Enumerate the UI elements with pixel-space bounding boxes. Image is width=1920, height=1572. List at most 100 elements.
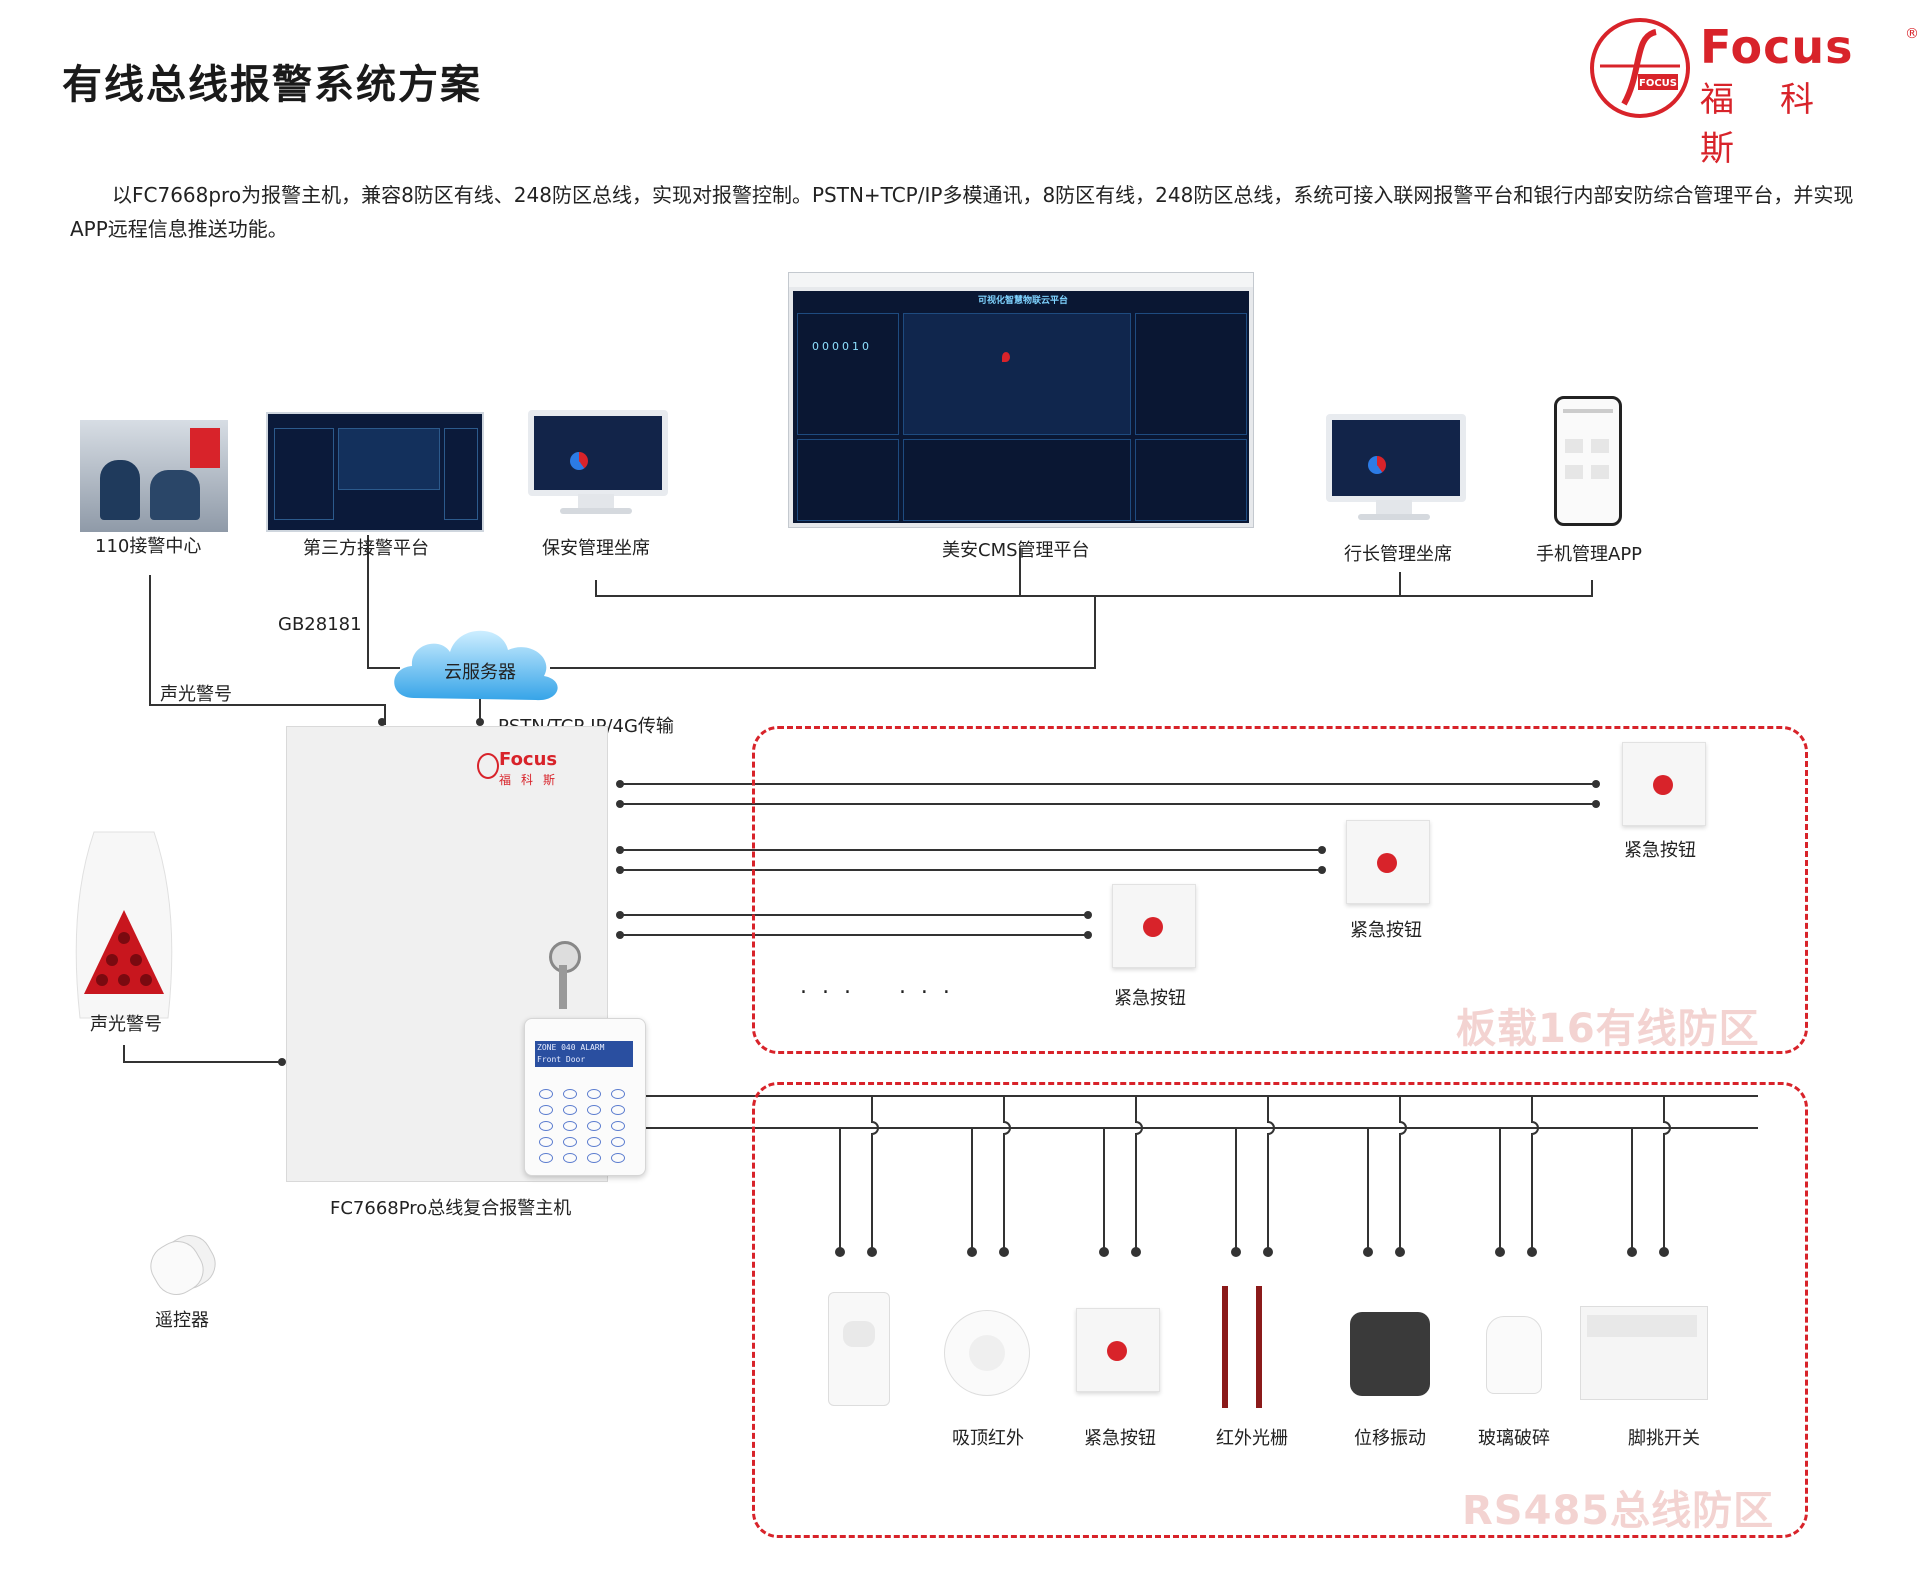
monitor-stand bbox=[578, 494, 614, 510]
keypad[interactable]: ZONE 040 ALARM Front Door bbox=[524, 1018, 646, 1176]
bus-tap-dot bbox=[1363, 1247, 1373, 1257]
cms-browser-window: 可视化智慧物联云平台 000010 bbox=[788, 272, 1254, 528]
police-officer-icon bbox=[100, 460, 140, 520]
label-110-center: 110接警中心 bbox=[95, 536, 202, 557]
bus-zone-title: RS485总线防区 bbox=[1462, 1488, 1775, 1534]
label-emergency-3: 紧急按钮 bbox=[1114, 988, 1186, 1009]
monitor-base bbox=[1358, 514, 1430, 520]
keypad-key[interactable] bbox=[611, 1089, 625, 1099]
keypad-key[interactable] bbox=[587, 1153, 601, 1163]
emergency-button-2 bbox=[1346, 820, 1430, 904]
police-center-photo bbox=[80, 420, 228, 532]
keypad-key[interactable] bbox=[563, 1137, 577, 1147]
wired-zone-frame bbox=[752, 726, 1808, 1054]
keypad-key[interactable] bbox=[563, 1153, 577, 1163]
cms-bar-panel bbox=[1135, 439, 1247, 521]
page-title: 有线总线报警系统方案 bbox=[62, 62, 482, 108]
keypad-line-1: ZONE 040 ALARM bbox=[537, 1043, 605, 1052]
pie-icon bbox=[1368, 456, 1386, 474]
logo-registered: ® bbox=[1905, 26, 1919, 42]
cms-map bbox=[903, 313, 1131, 435]
bus-tap-dot bbox=[1395, 1247, 1405, 1257]
app-tile bbox=[1591, 439, 1609, 453]
keypad-key[interactable] bbox=[587, 1121, 601, 1131]
keypad-keys[interactable] bbox=[539, 1089, 631, 1169]
bus-tap-dot bbox=[1659, 1247, 1669, 1257]
cms-counter: 000010 bbox=[812, 340, 872, 353]
alarm-marker-icon bbox=[1002, 352, 1010, 362]
cloud-icon bbox=[394, 630, 558, 701]
emergency-button-3 bbox=[1112, 884, 1196, 968]
keypad-key[interactable] bbox=[611, 1137, 625, 1147]
bus-device-label: 红外光栅 bbox=[1216, 1428, 1288, 1449]
bus-emergency-button bbox=[1076, 1308, 1160, 1392]
cms-dashboard-title: 可视化智慧物联云平台 bbox=[977, 296, 1068, 306]
red-button-icon bbox=[1653, 775, 1673, 795]
app-tile bbox=[1591, 465, 1609, 479]
pir-detector bbox=[828, 1292, 890, 1406]
cms-left-panel: 000010 bbox=[797, 313, 899, 435]
ceiling-pir bbox=[944, 1310, 1030, 1396]
intro-text: 以FC7668pro为报警主机，兼容8防区有线、248防区总线，实现对报警控制。… bbox=[70, 183, 1854, 241]
red-button-icon bbox=[1377, 853, 1397, 873]
keypad-key[interactable] bbox=[587, 1089, 601, 1099]
foot-switch bbox=[1580, 1306, 1708, 1400]
label-cloud: 云服务器 bbox=[444, 662, 516, 683]
logo-chinese: 福科斯 bbox=[1700, 80, 1860, 169]
keypad-key[interactable] bbox=[587, 1105, 601, 1115]
bus-tap-hop-line bbox=[1399, 1096, 1407, 1252]
bus-tap-hop-line bbox=[1267, 1096, 1275, 1252]
logo-brand: Focus bbox=[1700, 20, 1854, 74]
keypad-key[interactable] bbox=[611, 1121, 625, 1131]
bus-device-label: 吸顶红外 bbox=[952, 1428, 1024, 1449]
keypad-key[interactable] bbox=[611, 1105, 625, 1115]
bus-tap-hop-line bbox=[1663, 1096, 1671, 1252]
logo-mark-text: FOCUS bbox=[1639, 78, 1677, 89]
bus-zone-frame bbox=[752, 1082, 1808, 1538]
cms-bottom-left-panel bbox=[797, 439, 899, 521]
label-siren: 声光警号 bbox=[90, 1014, 162, 1035]
keypad-key[interactable] bbox=[539, 1105, 553, 1115]
bus-tap-dot bbox=[835, 1247, 845, 1257]
bus-tap-dot bbox=[867, 1247, 877, 1257]
keypad-key[interactable] bbox=[539, 1137, 553, 1147]
pir-lens-icon bbox=[843, 1321, 875, 1347]
keypad-key[interactable] bbox=[563, 1121, 577, 1131]
red-button-icon bbox=[1107, 1341, 1127, 1361]
pie-icon bbox=[570, 452, 588, 470]
keypad-key[interactable] bbox=[611, 1153, 625, 1163]
cms-device-grid bbox=[903, 439, 1131, 521]
phone-status-bar bbox=[1563, 409, 1613, 413]
keypad-key[interactable] bbox=[539, 1089, 553, 1099]
bus-tap-hop-line bbox=[1003, 1096, 1011, 1252]
security-seat-monitor bbox=[528, 410, 668, 496]
label-manager-seat: 行长管理坐席 bbox=[1344, 544, 1452, 565]
ir-beam-pole bbox=[1256, 1286, 1262, 1408]
screen-map bbox=[338, 428, 440, 490]
screen-panel bbox=[444, 428, 478, 520]
bus-tap-dot bbox=[1231, 1247, 1241, 1257]
keypad-key[interactable] bbox=[539, 1153, 553, 1163]
focus-logo-icon: FOCUS bbox=[1600, 29, 1680, 106]
keypad-key[interactable] bbox=[563, 1089, 577, 1099]
bus-tap-dot bbox=[999, 1247, 1009, 1257]
focus-logo-mark: FOCUS bbox=[1590, 18, 1690, 118]
bus-tap-dot bbox=[1131, 1247, 1141, 1257]
label-gb28181: GB28181 bbox=[278, 614, 362, 635]
glass-break-sensor bbox=[1486, 1316, 1542, 1394]
siren-icon bbox=[75, 831, 173, 1019]
browser-tab-bar bbox=[789, 273, 1253, 287]
app-tile bbox=[1565, 439, 1583, 453]
flag-icon bbox=[190, 428, 220, 468]
keypad-key[interactable] bbox=[563, 1105, 577, 1115]
keypad-key[interactable] bbox=[539, 1121, 553, 1131]
vibration-sensor bbox=[1350, 1312, 1430, 1396]
label-security-seat: 保安管理坐席 bbox=[542, 538, 650, 559]
emergency-button-1 bbox=[1622, 742, 1706, 826]
continuation-dots: . . . . . . bbox=[800, 974, 954, 999]
keypad-key[interactable] bbox=[587, 1137, 601, 1147]
ir-beam-pole bbox=[1222, 1286, 1228, 1408]
bus-tap-dot bbox=[1627, 1247, 1637, 1257]
bus-device-label: 位移振动 bbox=[1354, 1428, 1426, 1449]
